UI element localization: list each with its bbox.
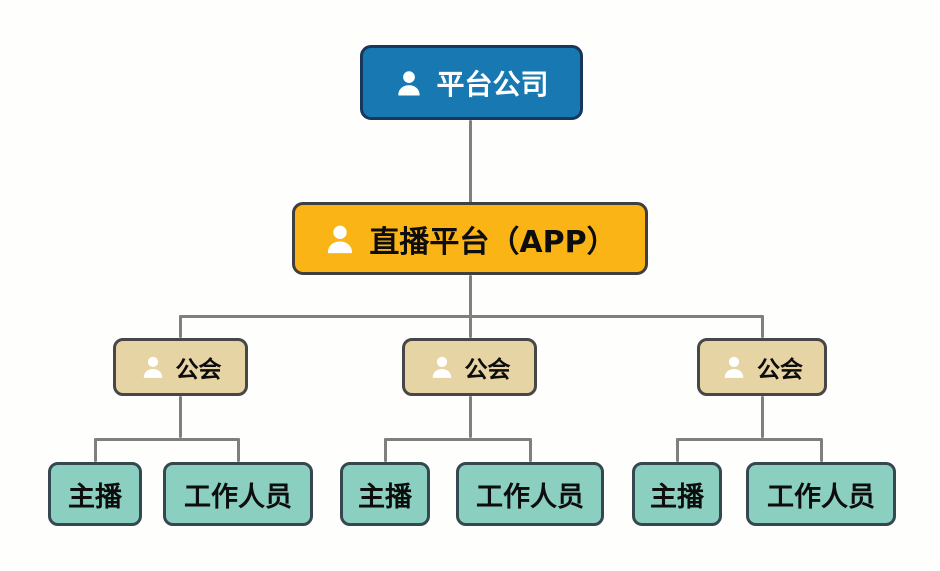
node-label: 工作人员: [767, 481, 875, 513]
node-guild-1: 公会: [113, 338, 248, 396]
node-label: 主播: [358, 481, 412, 513]
connector-drop-staff-1: [237, 438, 240, 462]
node-anchor-1: 主播: [48, 462, 142, 526]
person-icon: [429, 354, 455, 380]
connector-drop-anchor-2: [384, 438, 387, 462]
person-icon: [323, 222, 357, 256]
node-guild-3: 公会: [697, 338, 827, 396]
node-platform-company: 平台公司: [360, 45, 583, 120]
node-label: 工作人员: [184, 481, 292, 513]
node-label: 直播平台（APP）: [369, 224, 617, 260]
connector-guild-2-down: [469, 396, 472, 438]
connector-platform-down: [469, 275, 472, 338]
connector-drop-anchor-3: [676, 438, 679, 462]
connector-guild-3-down: [761, 396, 764, 438]
node-staff-3: 工作人员: [746, 462, 896, 526]
connector-root-to-platform: [469, 120, 472, 204]
connector-drop-staff-3: [820, 438, 823, 462]
connector-group-2-rail: [384, 438, 531, 441]
node-staff-1: 工作人员: [163, 462, 313, 526]
person-icon: [140, 354, 166, 380]
connector-drop-guild-3: [761, 315, 764, 338]
connector-guild-1-down: [179, 396, 182, 438]
node-label: 主播: [650, 481, 704, 513]
node-label: 公会: [464, 357, 511, 383]
node-label: 平台公司: [436, 67, 549, 101]
connector-level3-rail: [179, 315, 764, 318]
node-live-platform: 直播平台（APP）: [292, 202, 648, 275]
connector-group-3-rail: [676, 438, 822, 441]
connector-group-1-rail: [94, 438, 240, 441]
node-label: 公会: [757, 357, 803, 383]
connector-drop-anchor-1: [94, 438, 97, 462]
node-anchor-3: 主播: [632, 462, 722, 526]
connector-drop-staff-2: [529, 438, 532, 462]
person-icon: [721, 354, 747, 380]
node-label: 公会: [175, 357, 222, 383]
node-label: 工作人员: [476, 481, 584, 513]
node-anchor-2: 主播: [340, 462, 430, 526]
node-label: 主播: [68, 481, 122, 513]
node-staff-2: 工作人员: [456, 462, 604, 526]
connector-drop-guild-1: [179, 315, 182, 338]
person-icon: [394, 68, 424, 98]
node-guild-2: 公会: [402, 338, 537, 396]
